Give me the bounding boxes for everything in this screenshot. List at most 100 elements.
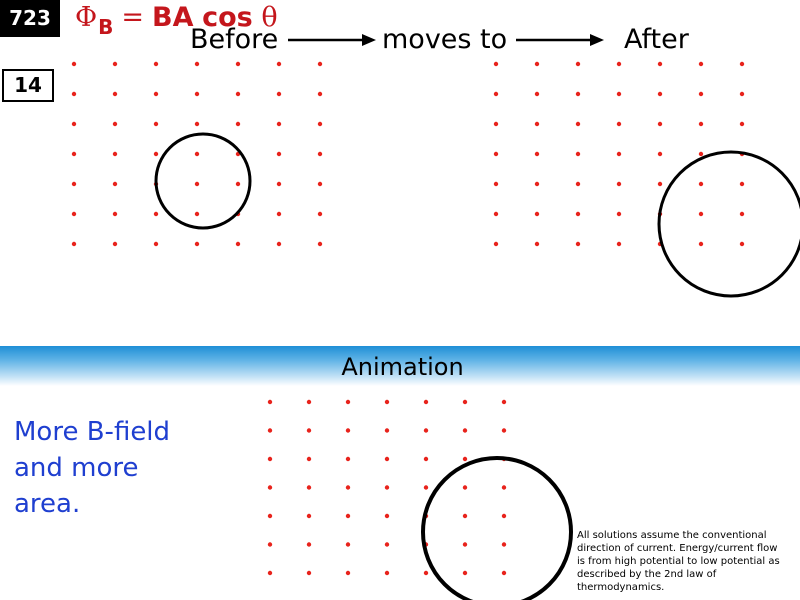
field-dot xyxy=(317,91,323,97)
field-dot xyxy=(317,61,323,67)
field-dot xyxy=(534,91,540,97)
field-dot xyxy=(306,456,312,462)
field-dot xyxy=(112,121,118,127)
field-dot xyxy=(739,241,745,247)
field-dot xyxy=(153,61,159,67)
field-dot xyxy=(423,399,429,405)
field-dot xyxy=(153,91,159,97)
field-dot xyxy=(575,181,581,187)
field-dot xyxy=(462,570,468,576)
field-dot xyxy=(698,151,704,157)
field-dot xyxy=(616,121,622,127)
field-dot xyxy=(267,399,273,405)
disclaimer-line: is from high potential to low potential … xyxy=(577,556,780,567)
field-dot xyxy=(194,211,200,217)
field-dot xyxy=(384,542,390,547)
field-dot xyxy=(153,241,159,247)
field-dot xyxy=(317,151,323,157)
field-dot xyxy=(317,121,323,127)
field-dot xyxy=(194,241,200,247)
field-dot xyxy=(112,61,118,67)
field-dot xyxy=(462,428,468,433)
field-dot xyxy=(534,211,540,217)
field-dot xyxy=(534,61,540,67)
field-dot xyxy=(493,211,499,217)
field-dot xyxy=(534,181,540,187)
field-dot xyxy=(71,151,77,157)
formula-cos: cos xyxy=(202,2,253,33)
field-dot xyxy=(423,456,429,462)
field-dot xyxy=(493,121,499,127)
field-dot xyxy=(501,399,507,405)
field-dot xyxy=(71,91,77,97)
formula-theta: θ xyxy=(261,2,278,33)
field-dot xyxy=(306,399,312,405)
field-dot xyxy=(194,91,200,97)
field-dot xyxy=(384,428,390,433)
field-dot xyxy=(345,428,351,433)
field-dot xyxy=(112,151,118,157)
field-dot xyxy=(345,542,351,547)
field-dot xyxy=(345,570,351,576)
field-dot xyxy=(534,121,540,127)
problem-number-badge: 14 xyxy=(2,69,54,102)
explanation-note: More B-field and more area. xyxy=(14,414,234,522)
field-dot xyxy=(276,61,282,67)
field-dot xyxy=(345,485,351,490)
field-dot xyxy=(698,181,704,187)
field-dot xyxy=(462,513,468,519)
loop-after xyxy=(657,150,800,298)
field-dot xyxy=(153,151,159,157)
field-dot xyxy=(575,211,581,217)
field-dot xyxy=(306,428,312,433)
field-dot xyxy=(462,456,468,462)
field-dot xyxy=(384,570,390,576)
field-dot xyxy=(153,121,159,127)
field-dot xyxy=(575,241,581,247)
slide-number-badge: 723 xyxy=(0,0,60,37)
field-dot xyxy=(657,61,663,67)
field-dot xyxy=(317,181,323,187)
field-dot xyxy=(306,513,312,519)
field-dot xyxy=(194,121,200,127)
field-grid-after xyxy=(493,61,745,247)
field-dot xyxy=(306,570,312,576)
field-dot xyxy=(194,61,200,67)
field-dot xyxy=(493,61,499,67)
field-dot xyxy=(739,211,745,217)
field-dot xyxy=(501,513,507,519)
field-dot xyxy=(657,181,663,187)
field-dot xyxy=(317,211,323,217)
flux-formula: ΦB=BA cos θ xyxy=(75,0,278,39)
field-dot xyxy=(501,485,507,490)
field-dot xyxy=(194,181,200,187)
field-dot xyxy=(153,211,159,217)
moves-to-label: moves to xyxy=(382,24,508,55)
field-dot xyxy=(575,61,581,67)
disclaimer-line: thermodynamics. xyxy=(577,582,665,593)
field-dot xyxy=(194,151,200,157)
field-dot xyxy=(423,570,429,576)
field-dot xyxy=(267,570,273,576)
field-dot xyxy=(423,428,429,433)
disclaimer-line: direction of current. Energy/current flo… xyxy=(577,543,778,554)
field-dot xyxy=(534,151,540,157)
disclaimer-line: described by the 2nd law of xyxy=(577,569,717,580)
field-dot xyxy=(384,513,390,519)
before-label: Before xyxy=(190,24,279,55)
field-dot xyxy=(493,181,499,187)
loop-animation xyxy=(421,456,573,600)
field-dot xyxy=(235,91,241,97)
field-dot xyxy=(267,542,273,547)
field-dot xyxy=(616,241,622,247)
field-dot xyxy=(493,91,499,97)
field-dot xyxy=(276,211,282,217)
field-dot xyxy=(112,91,118,97)
field-dot xyxy=(345,399,351,405)
field-dot xyxy=(276,121,282,127)
field-dot xyxy=(71,61,77,67)
field-dot xyxy=(616,211,622,217)
field-dot xyxy=(384,485,390,490)
field-dot xyxy=(616,61,622,67)
field-dot xyxy=(739,181,745,187)
